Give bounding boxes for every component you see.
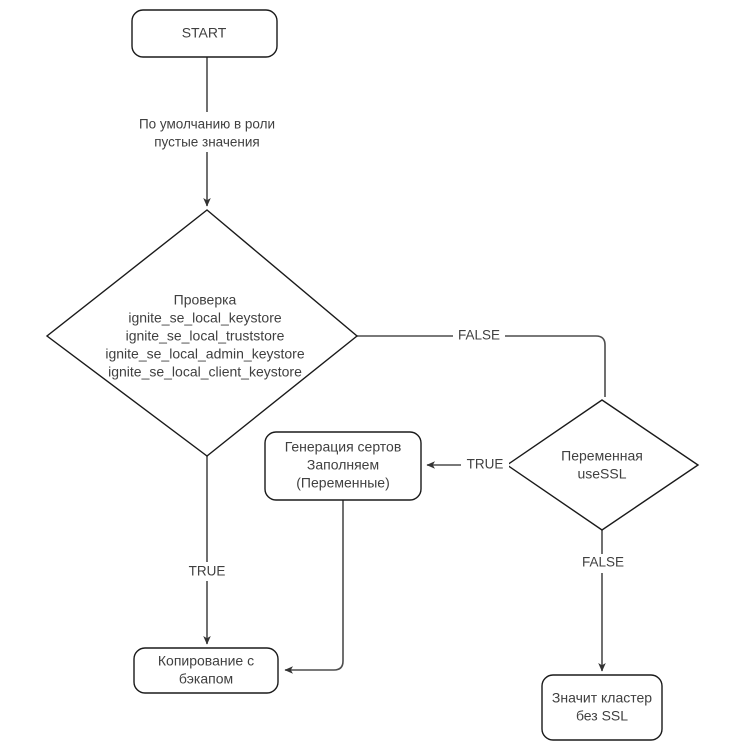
svg-text:FALSE: FALSE: [458, 328, 500, 343]
svg-text:ignite_se_local_admin_keystore: ignite_se_local_admin_keystore: [105, 346, 304, 362]
svg-text:ignite_se_local_keystore: ignite_se_local_keystore: [128, 310, 282, 326]
edge-label-check-false: FALSE: [453, 326, 505, 345]
svg-text:TRUE: TRUE: [189, 564, 226, 579]
svg-text:без SSL: без SSL: [576, 708, 628, 724]
edge-label-usessl-false: FALSE: [577, 554, 629, 573]
svg-text:Значит кластер: Значит кластер: [552, 690, 652, 706]
node-usessl-decision-shape[interactable]: [505, 399, 700, 531]
edge-label-start-to-check: По умолчанию в роли пустые значения: [128, 112, 286, 152]
node-copy-backup-shape[interactable]: [133, 647, 279, 694]
node-start-shape[interactable]: [131, 9, 278, 58]
svg-text:пустые значения: пустые значения: [154, 135, 260, 150]
node-copy-backup-label: Копирование с бэкапом: [158, 653, 254, 687]
svg-text:ignite_se_local_client_keystor: ignite_se_local_client_keystore: [108, 364, 302, 380]
node-start-label: START: [182, 25, 227, 41]
svg-text:Заполняем: Заполняем: [307, 457, 379, 473]
svg-text:Проверка: Проверка: [174, 292, 237, 308]
edge-generate-to-copy: [284, 500, 344, 674]
svg-text:бэкапом: бэкапом: [179, 671, 233, 687]
svg-text:useSSL: useSSL: [577, 466, 626, 482]
svg-text:FALSE: FALSE: [582, 555, 624, 570]
svg-text:TRUE: TRUE: [467, 457, 504, 472]
svg-text:Копирование с: Копирование с: [158, 653, 254, 669]
node-check-decision-label: Проверка ignite_se_local_keystore ignite…: [105, 292, 304, 380]
node-generate-certs-shape[interactable]: [264, 431, 422, 501]
svg-text:По умолчанию в роли: По умолчанию в роли: [139, 117, 275, 132]
svg-text:(Переменные): (Переменные): [296, 475, 389, 491]
node-generate-certs-label: Генерация сертов Заполняем (Переменные): [285, 439, 402, 491]
node-check-decision-shape[interactable]: [45, 209, 359, 457]
edge-check-false: [357, 335, 606, 397]
node-no-ssl-shape[interactable]: [541, 674, 663, 741]
svg-text:Переменная: Переменная: [561, 448, 643, 464]
node-usessl-decision-label: Переменная useSSL: [561, 448, 643, 482]
svg-text:ignite_se_local_truststore: ignite_se_local_truststore: [126, 328, 285, 344]
edge-label-check-true: TRUE: [182, 562, 232, 581]
edge-label-usessl-true: TRUE: [461, 456, 509, 475]
svg-text:Генерация сертов: Генерация сертов: [285, 439, 402, 455]
node-no-ssl-label: Значит кластер без SSL: [552, 690, 652, 724]
